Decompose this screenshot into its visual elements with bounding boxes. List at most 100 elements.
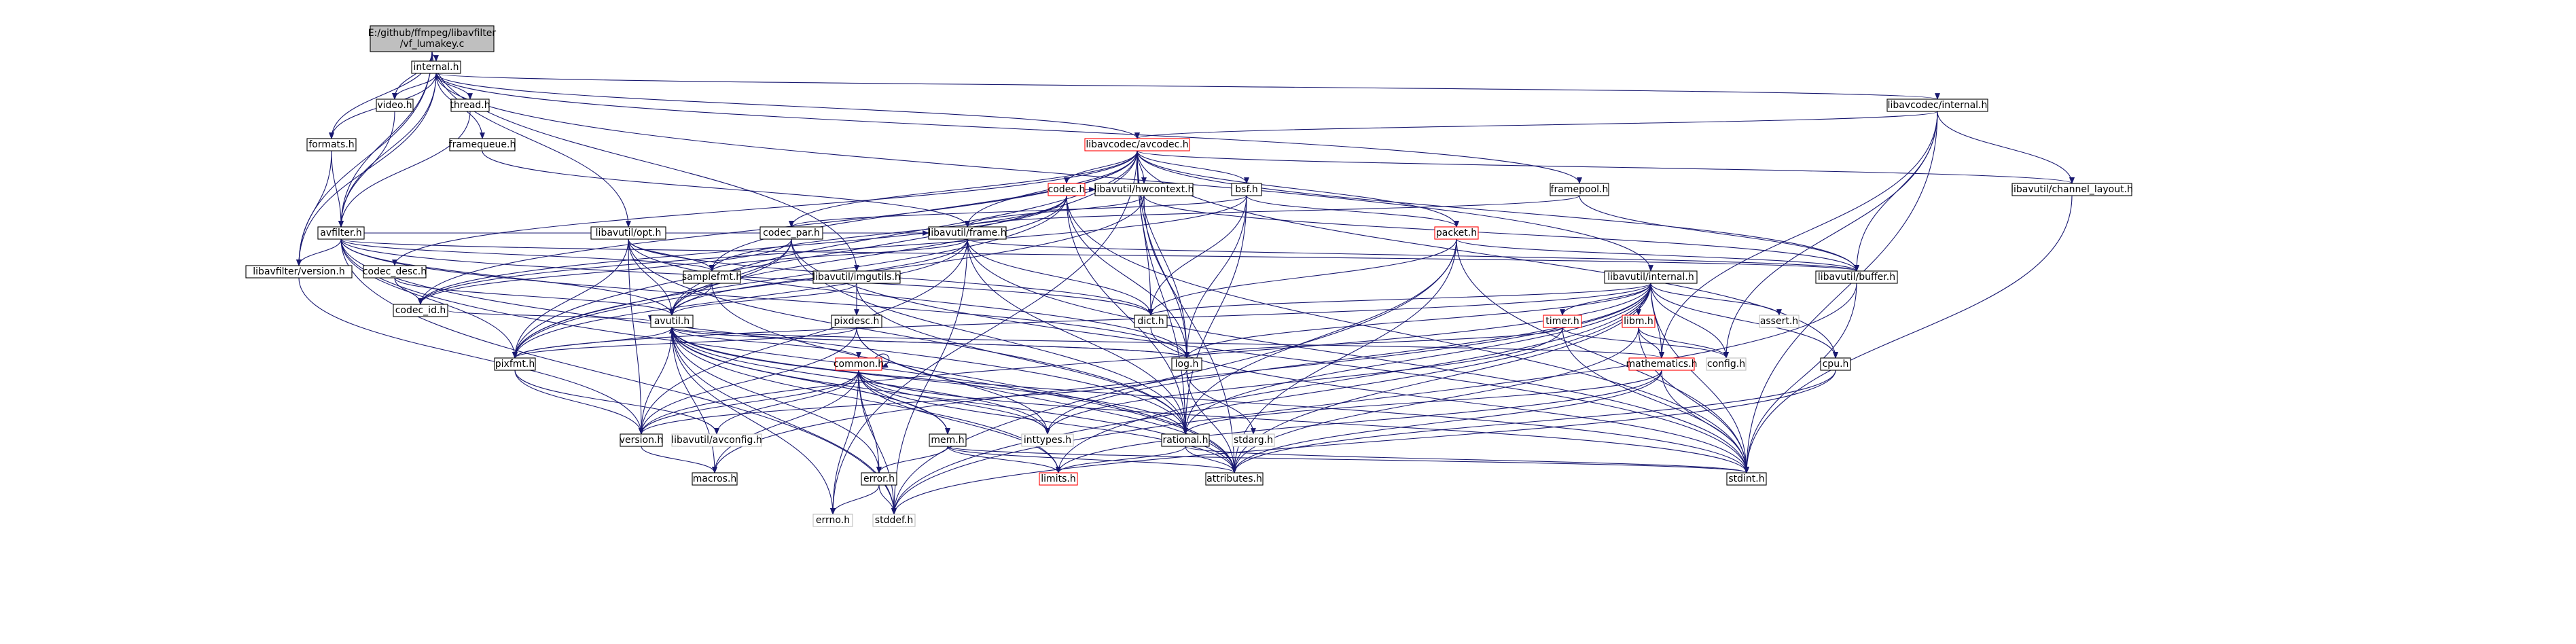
node-box-cpu_h[interactable] xyxy=(1820,357,1851,371)
node-box-libavcodec_avcodec_h[interactable] xyxy=(1084,138,1190,151)
node-samplefmt_h[interactable]: samplefmt.h xyxy=(682,270,742,284)
node-stddef_h[interactable]: stddef.h xyxy=(872,514,916,527)
node-box-rational_h[interactable] xyxy=(1161,433,1210,447)
node-internal_h[interactable]: internal.h xyxy=(411,60,461,74)
node-box-codec_id_h[interactable] xyxy=(393,304,448,317)
node-libavcodec_avcodec_h[interactable]: libavcodec/avcodec.h xyxy=(1084,138,1190,151)
node-libavutil_internal_h[interactable]: libavutil/internal.h xyxy=(1604,270,1698,284)
node-stdint_h[interactable]: stdint.h xyxy=(1726,472,1767,486)
node-libavutil_buffer_h[interactable]: libavutil/buffer.h xyxy=(1815,270,1898,284)
node-libavutil_hwcontext_h[interactable]: libavutil/hwcontext.h xyxy=(1094,183,1194,196)
node-common_h[interactable]: common.h xyxy=(834,357,884,371)
node-thread_h[interactable]: thread.h xyxy=(450,99,490,112)
node-box-common_h[interactable] xyxy=(835,357,882,371)
node-box-libavutil_avconfig_h[interactable] xyxy=(671,433,762,447)
node-box-internal_h[interactable] xyxy=(411,60,461,74)
node-libavutil_channel_layout_h[interactable]: libavutil/channel_layout.h xyxy=(2011,183,2133,196)
node-box-libm_h[interactable] xyxy=(1622,315,1656,328)
node-box-libavutil_channel_layout_h[interactable] xyxy=(2011,183,2132,196)
node-pixdesc_h[interactable]: pixdesc.h xyxy=(831,315,882,328)
node-box-dict_h[interactable] xyxy=(1134,315,1168,328)
node-box-avfilter_h[interactable] xyxy=(317,226,365,240)
node-log_h[interactable]: log.h xyxy=(1171,357,1202,371)
node-box-framepool_h[interactable] xyxy=(1550,183,1609,196)
node-box-codec_par_h[interactable] xyxy=(759,226,823,240)
node-box-errno_h[interactable] xyxy=(812,514,853,527)
node-codec_desc_h[interactable]: codec_desc.h xyxy=(363,265,427,279)
node-libavutil_frame_h[interactable]: libavutil/frame.h xyxy=(928,226,1007,240)
node-video_h[interactable]: video.h xyxy=(376,99,414,112)
node-box-packet_h[interactable] xyxy=(1434,226,1479,240)
node-root[interactable]: E:/github/ffmpeg/libavfilter/vf_lumakey.… xyxy=(368,25,497,52)
node-box-libavutil_hwcontext_h[interactable] xyxy=(1094,183,1194,196)
node-box-config_h[interactable] xyxy=(1706,357,1747,371)
node-box-thread_h[interactable] xyxy=(450,99,490,112)
node-error_h[interactable]: error.h xyxy=(861,472,897,486)
node-attributes_h[interactable]: attributes.h xyxy=(1205,472,1264,486)
node-macros_h[interactable]: macros.h xyxy=(692,472,738,486)
node-timer_h[interactable]: timer.h xyxy=(1543,315,1582,328)
node-config_h[interactable]: config.h xyxy=(1706,357,1747,371)
node-version_h[interactable]: version.h xyxy=(620,433,664,447)
node-box-pixdesc_h[interactable] xyxy=(831,315,882,328)
node-dict_h[interactable]: dict.h xyxy=(1134,315,1168,328)
node-codec_id_h[interactable]: codec_id.h xyxy=(393,304,448,317)
node-libavfilter_version_h[interactable]: libavfilter/version.h xyxy=(245,265,353,279)
node-box-libavutil_internal_h[interactable] xyxy=(1604,270,1698,284)
node-box-stdint_h[interactable] xyxy=(1726,472,1767,486)
node-box-avutil_h[interactable] xyxy=(650,315,694,328)
node-box-libavfilter_version_h[interactable] xyxy=(245,265,353,279)
node-box-attributes_h[interactable] xyxy=(1205,472,1264,486)
node-libavutil_opt_h[interactable]: libavutil/opt.h xyxy=(590,226,666,240)
node-codec_par_h[interactable]: codec_par.h xyxy=(759,226,823,240)
node-box-macros_h[interactable] xyxy=(692,472,738,486)
node-box-video_h[interactable] xyxy=(376,99,414,112)
node-avutil_h[interactable]: avutil.h xyxy=(650,315,694,328)
node-codec_h[interactable]: codec.h xyxy=(1048,183,1086,196)
node-box-error_h[interactable] xyxy=(861,472,897,486)
node-box-limits_h[interactable] xyxy=(1039,472,1078,486)
node-libavutil_avconfig_h[interactable]: libavutil/avconfig.h xyxy=(671,433,762,447)
node-box-pixfmt_h[interactable] xyxy=(494,357,536,371)
node-framequeue_h[interactable]: framequeue.h xyxy=(449,138,516,151)
node-box-framequeue_h[interactable] xyxy=(449,138,516,151)
node-box-assert_h[interactable] xyxy=(1759,315,1800,328)
node-box-stdarg_h[interactable] xyxy=(1232,433,1275,447)
node-assert_h[interactable]: assert.h xyxy=(1759,315,1800,328)
node-pixfmt_h[interactable]: pixfmt.h xyxy=(494,357,536,371)
node-box-libavcodec_internal_h[interactable] xyxy=(1886,99,1988,112)
node-mem_h[interactable]: mem.h xyxy=(929,433,967,447)
node-stdarg_h[interactable]: stdarg.h xyxy=(1232,433,1275,447)
node-bsf_h[interactable]: bsf.h xyxy=(1231,183,1262,196)
node-cpu_h[interactable]: cpu.h xyxy=(1820,357,1851,371)
node-box-root[interactable] xyxy=(370,25,495,52)
node-framepool_h[interactable]: framepool.h xyxy=(1550,183,1609,196)
node-box-mathematics_h[interactable] xyxy=(1628,357,1695,371)
node-box-formats_h[interactable] xyxy=(306,138,357,151)
node-formats_h[interactable]: formats.h xyxy=(306,138,357,151)
node-libm_h[interactable]: libm.h xyxy=(1622,315,1656,328)
node-limits_h[interactable]: limits.h xyxy=(1039,472,1078,486)
node-packet_h[interactable]: packet.h xyxy=(1434,226,1479,240)
node-avfilter_h[interactable]: avfilter.h xyxy=(317,226,365,240)
node-inttypes_h[interactable]: inttypes.h xyxy=(1021,433,1074,447)
node-box-stddef_h[interactable] xyxy=(872,514,916,527)
node-libavcodec_internal_h[interactable]: libavcodec/internal.h xyxy=(1886,99,1988,112)
node-box-bsf_h[interactable] xyxy=(1231,183,1262,196)
node-mathematics_h[interactable]: mathematics.h xyxy=(1626,357,1698,371)
node-box-libavutil_imgutils_h[interactable] xyxy=(812,270,901,284)
node-rational_h[interactable]: rational.h xyxy=(1161,433,1210,447)
node-libavutil_imgutils_h[interactable]: libavutil/imgutils.h xyxy=(812,270,901,284)
node-box-timer_h[interactable] xyxy=(1543,315,1582,328)
node-box-log_h[interactable] xyxy=(1171,357,1202,371)
node-box-libavutil_buffer_h[interactable] xyxy=(1815,270,1898,284)
node-box-samplefmt_h[interactable] xyxy=(683,270,741,284)
node-errno_h[interactable]: errno.h xyxy=(812,514,853,527)
node-box-mem_h[interactable] xyxy=(929,433,967,447)
node-box-version_h[interactable] xyxy=(620,433,663,447)
node-box-libavutil_opt_h[interactable] xyxy=(590,226,666,240)
node-box-libavutil_frame_h[interactable] xyxy=(928,226,1007,240)
node-box-codec_desc_h[interactable] xyxy=(363,265,427,279)
node-box-codec_h[interactable] xyxy=(1048,183,1086,196)
node-box-inttypes_h[interactable] xyxy=(1021,433,1074,447)
